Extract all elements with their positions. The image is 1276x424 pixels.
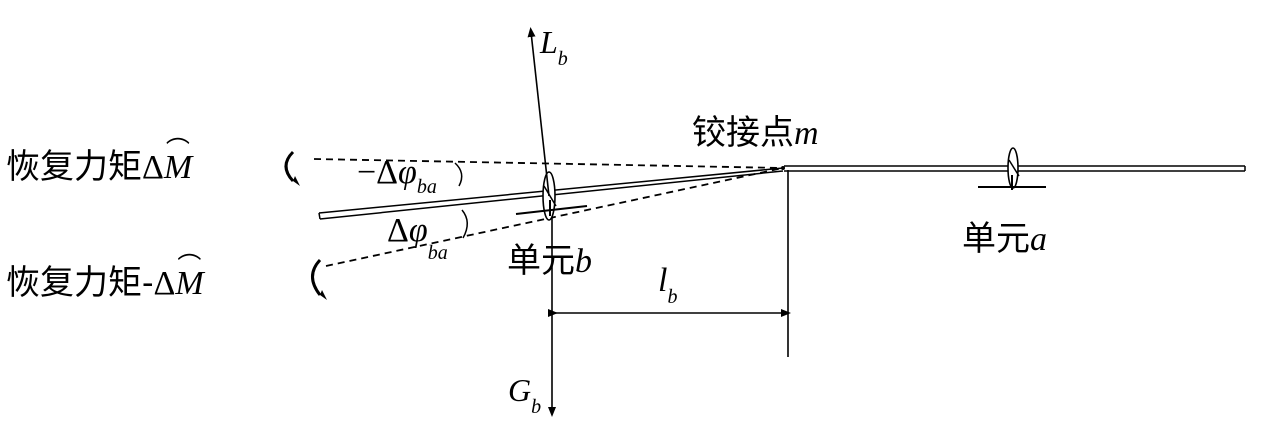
mirror-dashed-line [325,167,784,267]
hinge-text: 铰接点 [692,113,794,153]
angle-pos-phi: φ [408,212,428,249]
angle-neg-sub: ba [416,176,437,198]
moment-neg-text: 恢复力矩- [6,263,154,303]
moment-neg-var: M⌒ [175,254,204,302]
arm-symbol: l [658,262,668,299]
moment-neg-delta: Δ [153,265,176,302]
hinge-label: 铰接点m [692,116,819,151]
angle-arc-upper [454,162,463,187]
lift-arrow [527,27,550,197]
moment-pos-delta: Δ [142,149,164,186]
angle-arc-lower [461,209,468,239]
angle-neg-prefix: −Δ [357,154,399,191]
lift-symbol: L [540,24,558,60]
moment-arrow-lower [311,258,327,300]
unit-a-text: 单元 [962,219,1030,259]
moment-label-positive: 恢复力矩ΔM⌒ [6,138,193,187]
gravity-symbol: G [508,372,532,408]
moment-pos-var: M⌒ [163,138,193,186]
moment-label-negative: 恢复力矩-ΔM⌒ [6,254,204,303]
unit-a-label: 单元a [962,222,1047,257]
angle-neg-phi: φ [398,154,417,191]
arm-label: lb [658,262,677,308]
angle-label-negative: −Δφba [357,154,437,198]
unit-b-var: b [575,243,592,280]
gravity-subscript: b [531,396,542,418]
unit-b-label: 单元b [507,244,592,279]
angle-pos-sub: ba [427,242,448,264]
lift-subscript: b [557,48,568,70]
moment-arrow-upper [284,150,300,186]
propeller-unit-a [978,147,1046,190]
angle-label-positive: Δφba [387,212,448,264]
arm-subscript: b [667,286,678,308]
reference-dashed-line [313,158,784,169]
lift-label: Lb [540,24,568,69]
angle-pos-prefix: Δ [387,212,409,249]
hinge-var: m [794,115,819,152]
unit-b-text: 单元 [507,241,575,281]
gravity-label: Gb [508,372,541,417]
moment-pos-text: 恢复力矩 [6,147,142,187]
unit-a-var: a [1030,221,1047,258]
